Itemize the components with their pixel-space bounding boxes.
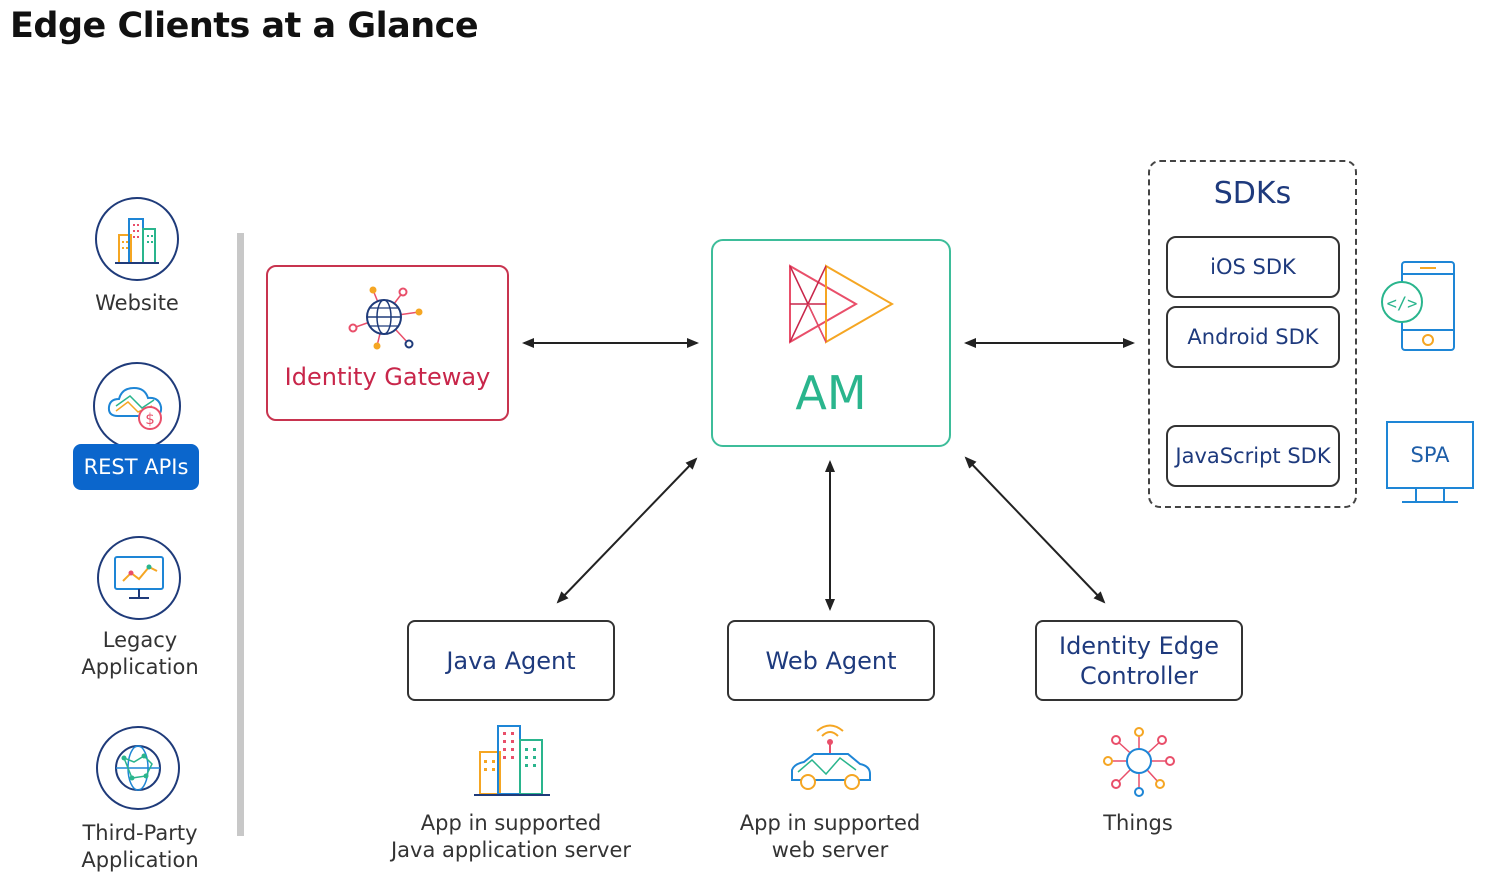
legacy-app-circle bbox=[97, 536, 181, 620]
rest-apis-badge: REST APIs bbox=[73, 444, 199, 490]
java-app-caption: App in supported Java application server bbox=[390, 811, 632, 862]
spa-monitor: SPA bbox=[1386, 421, 1474, 489]
javascript-sdk-box: JavaScript SDK bbox=[1166, 425, 1340, 487]
svg-text:$: $ bbox=[145, 410, 155, 428]
buildings-icon bbox=[115, 218, 159, 264]
vertical-divider bbox=[237, 233, 244, 836]
android-sdk-box: Android SDK bbox=[1166, 306, 1340, 368]
legacy-app-label: Legacy Application bbox=[81, 628, 199, 679]
things-caption: Things bbox=[1103, 811, 1173, 835]
am-label: AM bbox=[795, 366, 867, 420]
arrow-am-java-agent bbox=[556, 457, 698, 604]
web-agent-box: Web Agent bbox=[727, 620, 935, 701]
monitor-stand-icon bbox=[1402, 487, 1458, 503]
arrow-am-iec bbox=[964, 456, 1106, 604]
page-title: Edge Clients at a Glance bbox=[10, 6, 479, 46]
javascript-sdk-label: JavaScript SDK bbox=[1175, 444, 1331, 468]
am-box bbox=[711, 239, 951, 447]
java-agent-label: Java Agent bbox=[446, 646, 576, 675]
spa-label: SPA bbox=[1410, 443, 1450, 467]
gateway-globe-icon bbox=[348, 286, 423, 350]
identity-gateway-label: Identity Gateway bbox=[284, 363, 491, 391]
sdks-group bbox=[1148, 160, 1357, 508]
website-circle bbox=[95, 197, 179, 281]
third-party-app-circle bbox=[96, 726, 180, 810]
android-sdk-label: Android SDK bbox=[1187, 325, 1319, 349]
iec-label: Identity Edge Controller bbox=[1058, 631, 1219, 690]
cloud-money-icon: $ bbox=[107, 386, 163, 430]
web-app-caption: App in supported web server bbox=[739, 811, 921, 862]
ios-sdk-box: iOS SDK bbox=[1166, 236, 1340, 298]
website-label: Website bbox=[95, 291, 179, 315]
ios-sdk-label: iOS SDK bbox=[1210, 255, 1296, 279]
things-hub-icon bbox=[1103, 727, 1175, 797]
app-server-buildings-icon bbox=[474, 725, 550, 796]
web-agent-label: Web Agent bbox=[765, 646, 897, 675]
globe-network-icon bbox=[115, 745, 161, 791]
am-logo-icon bbox=[789, 264, 895, 344]
sdks-title: SDKs bbox=[1213, 176, 1292, 211]
mobile-code-icon: </> bbox=[1381, 261, 1455, 351]
third-party-app-label: Third-Party Application bbox=[81, 821, 199, 872]
monitor-chart-icon bbox=[114, 556, 164, 599]
connected-car-icon bbox=[791, 724, 871, 790]
svg-text:</>: </> bbox=[1387, 294, 1418, 314]
identity-gateway-box bbox=[266, 265, 509, 421]
iec-box: Identity Edge Controller bbox=[1035, 620, 1243, 701]
rest-apis-circle: $ bbox=[93, 362, 181, 450]
java-agent-box: Java Agent bbox=[407, 620, 615, 701]
